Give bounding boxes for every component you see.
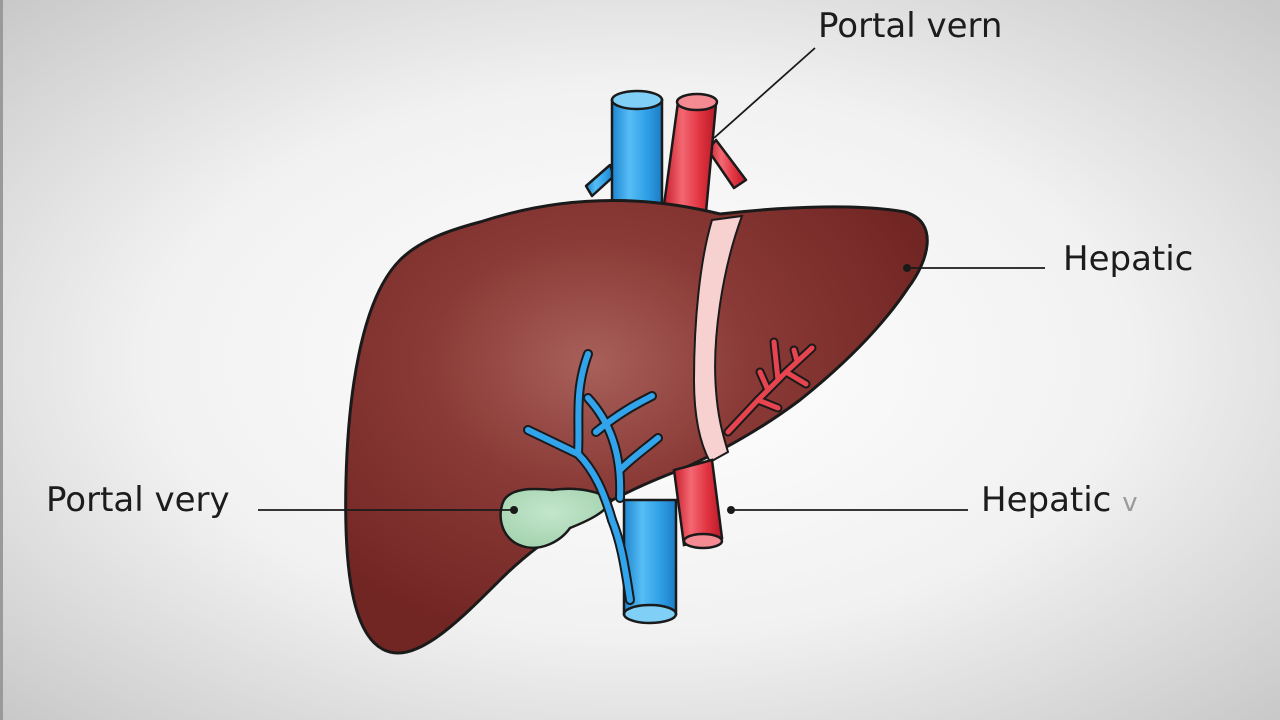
label-portal-very: Portal very	[46, 480, 230, 520]
falciform-ligament	[692, 214, 744, 464]
label-hepatic-lower-trailing: v	[1122, 488, 1138, 518]
leader-dot-right-upper	[903, 264, 911, 272]
hepatic-artery-branches	[723, 337, 817, 437]
label-hepatic-lower-text: Hepatic	[981, 480, 1112, 520]
upper-blue-vessel	[584, 89, 664, 212]
portal-vein-branches	[523, 349, 663, 605]
label-hepatic-upper: Hepatic	[1063, 239, 1194, 279]
label-portal-vern: Portal vern	[818, 6, 1003, 46]
upper-red-vessel	[662, 92, 748, 214]
liver-shape	[344, 199, 929, 655]
lower-red-vessel	[672, 458, 724, 550]
label-hepatic-lower: Hepatic v	[981, 480, 1138, 523]
leader-dot-right-lower	[727, 506, 735, 514]
leader-line-top-right	[713, 47, 816, 139]
lower-blue-vessel	[622, 498, 678, 625]
leader-dot-left-lower	[510, 506, 518, 514]
left-edge-line	[0, 0, 3, 720]
